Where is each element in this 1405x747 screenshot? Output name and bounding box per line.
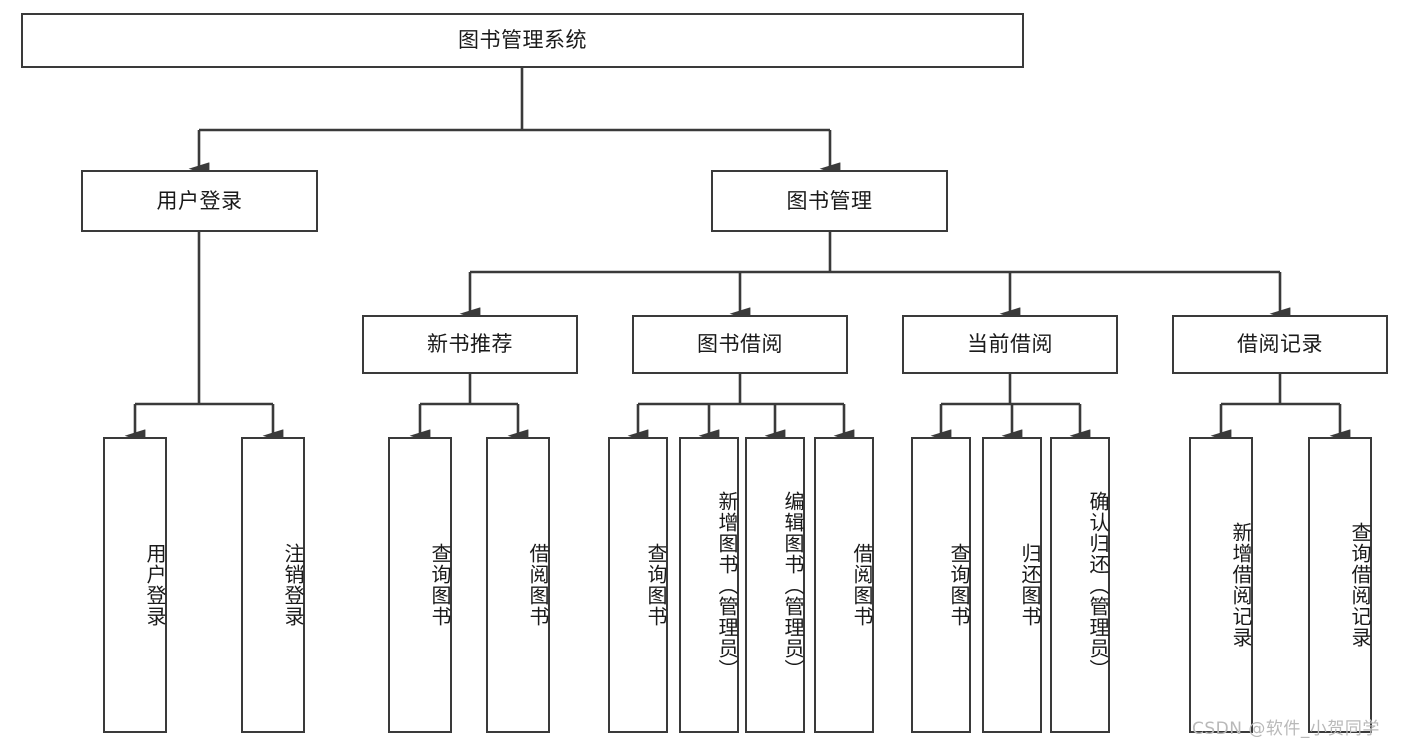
leaf-query-book-borrow[interactable]: 查询图书 [608,437,668,733]
leaf-user-login-label: 用户登录 [143,543,167,627]
leaf-confirm-return-admin-label: 确认归还（管理员） [1086,490,1110,680]
leaf-query-book-newbook-label: 查询图书 [428,543,452,627]
leaf-edit-book-admin[interactable]: 编辑图书（管理员） [745,437,805,733]
node-current-borrow-label: 当前借阅 [967,332,1053,357]
leaf-logout-login[interactable]: 注销登录 [241,437,305,733]
leaf-add-borrow-record-label: 新增借阅记录 [1229,522,1253,648]
leaf-borrow-book-newbook-label: 借阅图书 [526,543,550,627]
node-borrow-record-label: 借阅记录 [1237,332,1323,357]
leaf-query-book-current-label: 查询图书 [947,543,971,627]
leaf-add-borrow-record[interactable]: 新增借阅记录 [1189,437,1253,733]
node-borrow-record[interactable]: 借阅记录 [1172,315,1388,374]
csdn-watermark: CSDN @软件_小贺同学 [1192,719,1380,739]
leaf-query-borrow-record-label: 查询借阅记录 [1348,522,1372,648]
leaf-add-book-admin-label: 新增图书（管理员） [715,490,739,680]
node-user-login-label: 用户登录 [156,188,243,213]
node-new-book-recommend[interactable]: 新书推荐 [362,315,578,374]
leaf-borrow-book[interactable]: 借阅图书 [814,437,874,733]
node-root[interactable]: 图书管理系统 [21,13,1024,68]
leaf-query-borrow-record[interactable]: 查询借阅记录 [1308,437,1372,733]
node-root-label: 图书管理系统 [458,28,587,53]
leaf-logout-login-label: 注销登录 [281,543,305,627]
leaf-return-book-label: 归还图书 [1018,543,1042,627]
leaf-return-book[interactable]: 归还图书 [982,437,1042,733]
node-user-login[interactable]: 用户登录 [81,170,318,232]
node-book-borrow[interactable]: 图书借阅 [632,315,848,374]
leaf-query-book-newbook[interactable]: 查询图书 [388,437,452,733]
leaf-user-login[interactable]: 用户登录 [103,437,167,733]
leaf-borrow-book-label: 借阅图书 [850,543,874,627]
node-book-management-label: 图书管理 [786,188,873,213]
node-current-borrow[interactable]: 当前借阅 [902,315,1118,374]
leaf-borrow-book-newbook[interactable]: 借阅图书 [486,437,550,733]
node-book-borrow-label: 图书借阅 [697,332,783,357]
node-new-book-recommend-label: 新书推荐 [427,332,513,357]
leaf-query-book-current[interactable]: 查询图书 [911,437,971,733]
node-book-management[interactable]: 图书管理 [711,170,948,232]
leaf-query-book-borrow-label: 查询图书 [644,543,668,627]
leaf-edit-book-admin-label: 编辑图书（管理员） [781,490,805,680]
leaf-confirm-return-admin[interactable]: 确认归还（管理员） [1050,437,1110,733]
leaf-add-book-admin[interactable]: 新增图书（管理员） [679,437,739,733]
